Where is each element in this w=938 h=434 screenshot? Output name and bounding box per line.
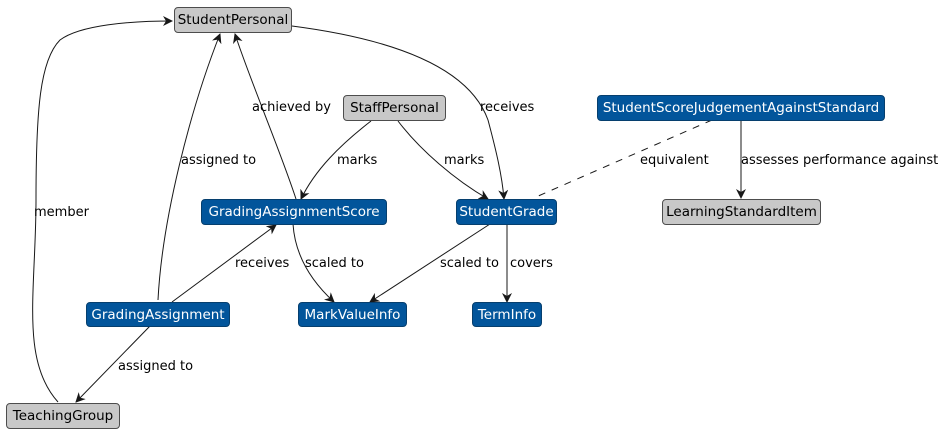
node-learning-standard-item[interactable]: LearningStandardItem <box>662 199 821 225</box>
edge-label-scaled-to-score: scaled to <box>305 256 364 271</box>
edge-score-achieved-by <box>233 33 297 200</box>
edge-label-achieved-by: achieved by <box>252 100 331 115</box>
edge-label-member: member <box>34 205 90 220</box>
edge-label-assigned-to-student: assigned to <box>181 153 256 168</box>
edge-label-marks-grade: marks <box>444 153 485 168</box>
edge-label-scaled-to-grade: scaled to <box>440 256 499 271</box>
edge-staff-marks-score <box>300 120 372 200</box>
edge-label-marks-score: marks <box>337 153 378 168</box>
edge-grade-scaled-to <box>369 223 491 303</box>
edge-assignment-receives-score <box>171 224 277 303</box>
edge-label-assesses: assesses performance against <box>741 153 938 168</box>
node-student-personal[interactable]: StudentPersonal <box>174 7 292 33</box>
edge-staff-marks-grade <box>397 120 489 200</box>
edge-assignment-assigned-to-group <box>75 325 151 403</box>
edge-label-covers: covers <box>510 256 553 271</box>
node-student-grade[interactable]: StudentGrade <box>456 199 557 225</box>
edge-student-receives-grade <box>291 25 509 200</box>
node-grading-assignment-score[interactable]: GradingAssignmentScore <box>201 199 387 225</box>
node-mark-value-info[interactable]: MarkValueInfo <box>298 302 407 327</box>
node-teaching-group[interactable]: TeachingGroup <box>6 403 120 429</box>
node-staff-personal[interactable]: StaffPersonal <box>343 95 446 121</box>
node-grading-assignment[interactable]: GradingAssignment <box>86 302 230 327</box>
edge-assignment-assigned-to-student <box>157 33 222 301</box>
edge-label-receives-grade: receives <box>480 100 535 115</box>
edge-member <box>32 16 173 403</box>
edge-label-assigned-to-group: assigned to <box>118 359 193 374</box>
node-term-info[interactable]: TermInfo <box>472 302 542 327</box>
edge-label-equivalent: equivalent <box>640 153 709 168</box>
edge-label-receives-score: receives <box>235 256 290 271</box>
node-student-score-judgement-against-standard[interactable]: StudentScoreJudgementAgainstStandard <box>597 95 885 121</box>
edge-score-scaled-to <box>292 223 335 303</box>
edge-equivalent <box>535 119 713 198</box>
